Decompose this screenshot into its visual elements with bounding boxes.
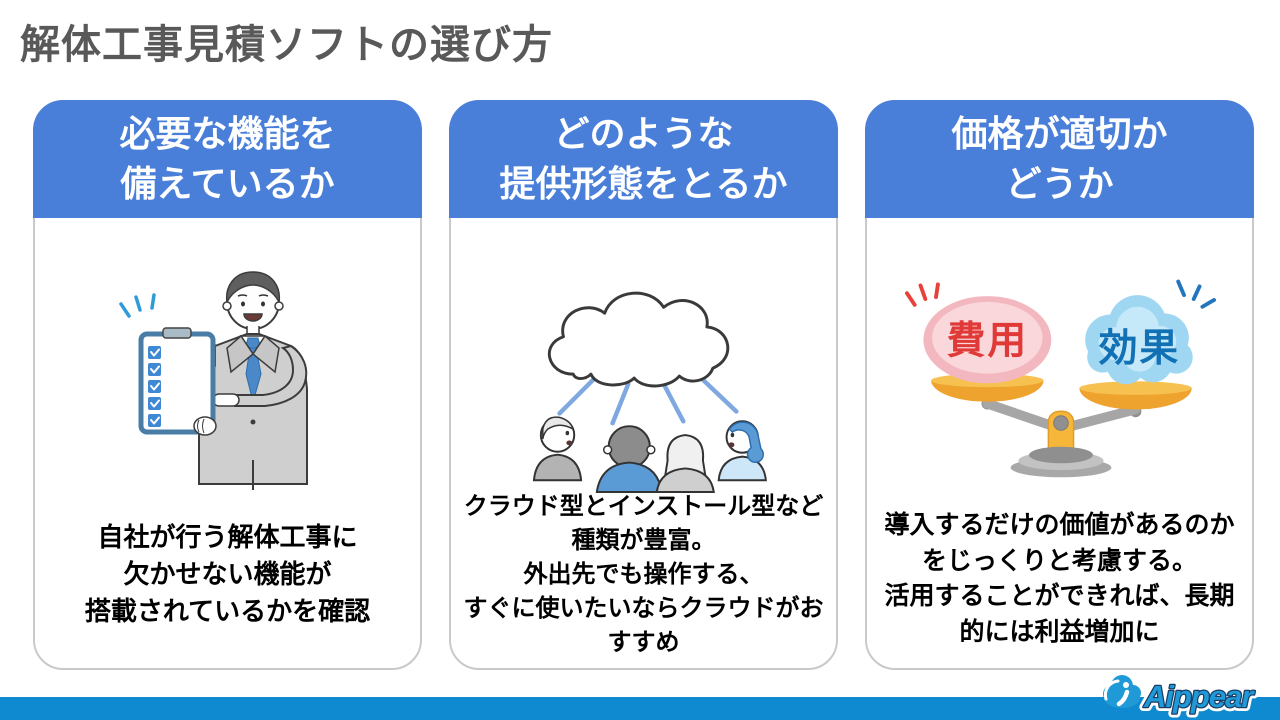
person-back-left-figure [595,425,663,494]
card-price-body: 費用 [867,220,1252,668]
page-title: 解体工事見積ソフトの選び方 [20,23,553,67]
card-delivery-format-body: クラウド型とインストール型など 種類が豊富。 外出先でも操作する、 すぐに使いた… [451,220,836,668]
cost-label: 費用 [946,319,1027,362]
necktie [244,337,262,404]
businessman-figure [187,271,308,490]
cloud-icon [547,291,729,388]
card-delivery-format: どのような 提供形態をとるか [449,100,838,670]
effect-label: 効果 [1098,327,1179,370]
gripping-hand [192,416,217,436]
network-lines [556,373,739,426]
cards-row: 必要な機能を 備えているか [33,100,1254,670]
card-delivery-format-text: クラウド型とインストール型など 種類が豊富。 外出先でも操作する、 すぐに使いた… [463,492,824,656]
card-functions-header: 必要な機能を 備えているか [33,100,422,218]
effect-bubble: 効果 [1084,295,1193,385]
footer-bar [0,697,1280,720]
card-price-header: 価格が適切か どうか [865,100,1254,218]
businessman-checklist-illustration [118,271,308,490]
clipboard-icon [138,327,217,436]
sparkle-icon [118,293,156,318]
cost-bubble: 費用 [922,296,1051,384]
card-functions: 必要な機能を 備えているか [33,100,422,670]
card-price-text: 導入するだけの価値があるのか をじっくりと考慮する。 活用することができれば、長… [884,511,1235,646]
logo-cloud-icon [1103,675,1141,708]
card-functions-body: 自社が行う解体工事に 欠かせない機能が 搭載されているかを確認 [35,220,420,668]
person-back-right-figure [655,434,715,494]
sparkle-blue-icon [1175,279,1216,309]
aippear-logo: Aippear Aippear [1103,675,1260,718]
card-price: 価格が適切か どうか [865,100,1254,670]
pointing-hand [211,393,240,407]
card-functions-text: 自社が行う解体工事に 欠かせない機能が 搭載されているかを確認 [84,522,371,627]
person-left-figure [532,416,582,482]
card-delivery-format-header: どのような 提供形態をとるか [449,100,838,218]
sparkle-red-icon [904,282,940,307]
balance-scale-icon [930,373,1192,478]
person-right-figure [717,420,767,482]
logo-text-halo: Aippear [1143,679,1255,714]
cloud-network-illustration [532,291,767,494]
logo-text: Aippear [1143,679,1255,714]
balance-scale-illustration: 費用 [904,279,1216,478]
